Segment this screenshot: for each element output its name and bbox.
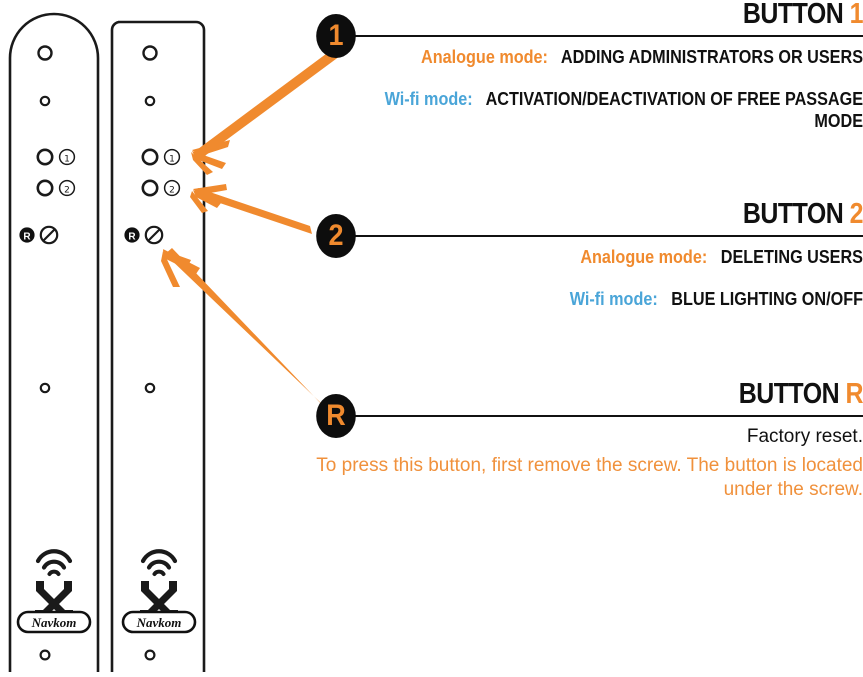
callout-badge-r: R [316,394,356,438]
callout-button-2-wifi-label: Wi-fi mode: [569,288,658,309]
panel-right-hole-middle [144,382,156,394]
callout-button-2: BUTTON 2 Analogue mode: DELETING USERS W… [316,200,863,311]
panel-left-marker-2-label: 2 [64,186,70,196]
callout-button-2-heading: BUTTON 2 [393,200,863,229]
panel-left-outline [8,12,100,677]
callout-button-1-wifi-label: Wi-fi mode: [384,88,473,109]
panel-left-brand-label: Navkom [31,615,77,630]
panel-right-marker-2-label: 2 [169,186,175,196]
callout-button-1-heading-main: BUTTON [742,0,844,30]
callout-button-1-rule [354,35,863,37]
panel-left-hole-second [39,95,51,107]
panel-right-hole-second [144,95,156,107]
panel-right-marker-2-ring [163,179,181,197]
panel-right-screw-ring [144,225,164,245]
callout-button-1: BUTTON 1 Analogue mode: ADDING ADMINISTR… [316,0,863,133]
panel-left-reset-badge-label: R [23,232,31,243]
panel-right-button-2-hole [141,179,159,197]
callout-button-r-heading-accent: R [845,378,863,410]
callout-button-r-rule [354,415,863,417]
panel-right-reset-badge [124,227,140,243]
panel-right-button-1-hole [141,148,159,166]
callout-button-2-wifi-line: Wi-fi mode: BLUE LIGHTING ON/OFF [371,289,863,311]
callout-button-r-note-text: To press this button, first remove the s… [316,454,863,501]
panel-right: 1 2 R Navkom [110,20,206,677]
panel-right-brand-badge: Navkom [121,610,197,634]
panel-left-marker-1-ring [58,148,76,166]
callout-button-2-analogue-label: Analogue mode: [580,247,708,267]
callout-button-2-heading-accent: 2 [849,198,863,230]
panel-left-button-2-hole [36,179,54,197]
callout-button-2-analogue-text: DELETING USERS [720,247,863,267]
callout-badge-2: 2 [316,214,356,258]
callout-button-1-heading-accent: 1 [849,0,863,30]
panel-left-reset-badge [19,227,35,243]
callout-button-1-analogue-text: ADDING ADMINISTRATORS OR USERS [560,47,863,67]
panel-right-reset-badge-label: R [128,232,136,243]
callout-button-1-heading: BUTTON 1 [393,0,863,29]
callout-button-1-wifi-text: ACTIVATION/DEACTIVATION OF FREE PASSAGE … [485,88,863,131]
device-panel-group: 1 2 R Navkom [0,0,230,677]
panel-right-hole-bottom [144,649,156,661]
callout-button-2-analogue-line: Analogue mode: DELETING USERS [371,247,863,269]
panel-left-brand-badge: Navkom [16,610,92,634]
panel-right-wifi-icon [140,549,178,576]
panel-left-marker-2-ring [58,179,76,197]
panel-left-hole-bottom [39,649,51,661]
callout-button-r-factory-reset-text: Factory reset. [746,426,863,447]
panel-right-hole-top [142,45,158,61]
device-panels-svg: 1 2 R Navkom [8,12,206,677]
panel-left: 1 2 R Navkom [8,12,100,677]
panel-right-outline [110,20,206,677]
panel-right-brand-label: Navkom [136,615,182,630]
callout-button-2-rule [354,235,863,237]
callout-button-1-analogue-label: Analogue mode: [421,47,548,67]
panel-left-wifi-icon [35,549,73,576]
panel-left-screw-ring [39,225,59,245]
panel-left-button-1-hole [36,148,54,166]
callout-button-r-heading: BUTTON R [393,380,863,409]
panel-left-hole-top [37,45,53,61]
callout-button-1-wifi-line: Wi-fi mode: ACTIVATION/DEACTIVATION OF F… [371,89,863,133]
panel-right-marker-1-ring [163,148,181,166]
panel-left-hole-middle [39,382,51,394]
callout-button-r-heading-main: BUTTON [738,378,840,410]
callout-button-2-heading-main: BUTTON [742,198,844,230]
callout-button-1-analogue-line: Analogue mode: ADDING ADMINISTRATORS OR … [371,47,863,69]
panel-left-marker-1-label: 1 [64,155,70,165]
annotations-column: BUTTON 1 Analogue mode: ADDING ADMINISTR… [316,0,863,672]
panel-left-crossed-handsets-icon [35,581,73,618]
callout-button-2-wifi-text: BLUE LIGHTING ON/OFF [671,288,863,309]
callout-button-r: BUTTON R Factory reset. To press this bu… [316,380,863,503]
panel-right-crossed-handsets-icon [140,581,178,618]
callout-badge-1: 1 [316,14,356,58]
panel-left-screw-slot [42,228,56,242]
panel-right-screw-slot [147,228,161,242]
panel-right-marker-1-label: 1 [169,155,175,165]
